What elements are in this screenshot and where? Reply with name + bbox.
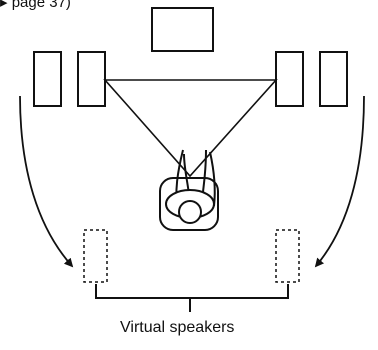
front-right-speaker bbox=[275, 51, 304, 107]
page-reference: ▸ page 37) bbox=[0, 0, 71, 11]
front-left-speaker bbox=[77, 51, 106, 107]
virtual-left-speaker bbox=[83, 229, 108, 283]
listener-icon bbox=[159, 149, 219, 231]
virtual-speakers-bracket bbox=[95, 284, 289, 312]
front-left-outer-speaker bbox=[33, 51, 62, 107]
listening-triangle bbox=[103, 79, 278, 178]
virtual-right-speaker bbox=[275, 229, 300, 283]
virtual-speakers-caption: Virtual speakers bbox=[120, 319, 235, 336]
front-right-outer-speaker bbox=[319, 51, 348, 107]
left-move-arrow bbox=[19, 95, 74, 268]
center-speaker bbox=[151, 7, 214, 52]
right-move-arrow bbox=[314, 95, 365, 268]
